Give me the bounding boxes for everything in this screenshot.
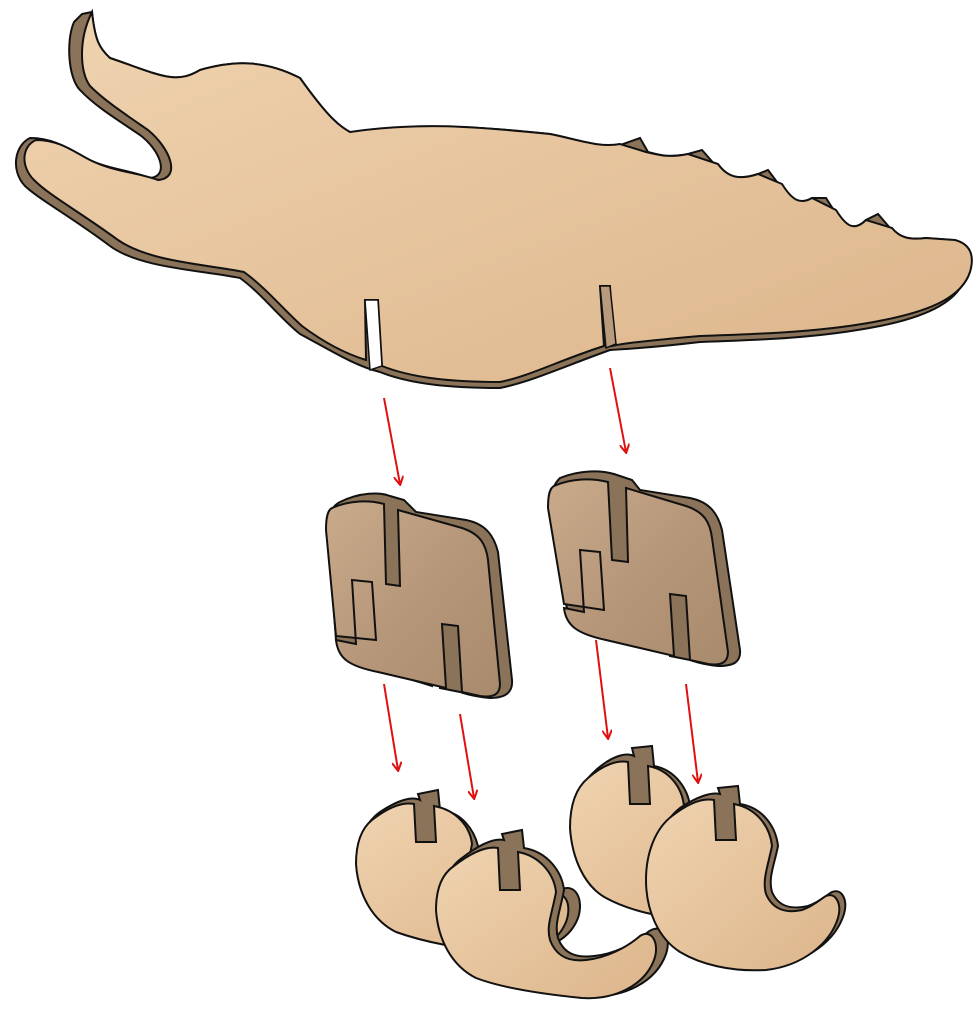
arrow-saddle-left-to-foot-2: [459, 713, 474, 798]
arrow-saddle-left-to-foot-1: [383, 683, 398, 770]
arrow-body-to-saddle-left: [383, 397, 400, 484]
foot-4-face: [644, 798, 841, 972]
arrow-saddle-right-to-foot-4: [685, 683, 698, 782]
saddle-left-face: [324, 500, 502, 698]
body-part: [15, 8, 973, 390]
saddle-right-face: [546, 478, 730, 666]
foot-4-part: [644, 784, 847, 972]
arrow-body-to-saddle-right: [609, 367, 626, 452]
assembly-arrows: [383, 367, 698, 798]
saddle-left-part: [324, 492, 514, 700]
foot-2-part: [434, 828, 669, 1000]
body-slot-right: [599, 285, 617, 350]
saddle-right-part: [546, 470, 742, 668]
foot-2-face: [434, 846, 658, 1000]
arrow-saddle-right-to-foot-3: [595, 639, 608, 738]
body-slot-left: [364, 299, 383, 372]
body-face: [23, 8, 973, 384]
